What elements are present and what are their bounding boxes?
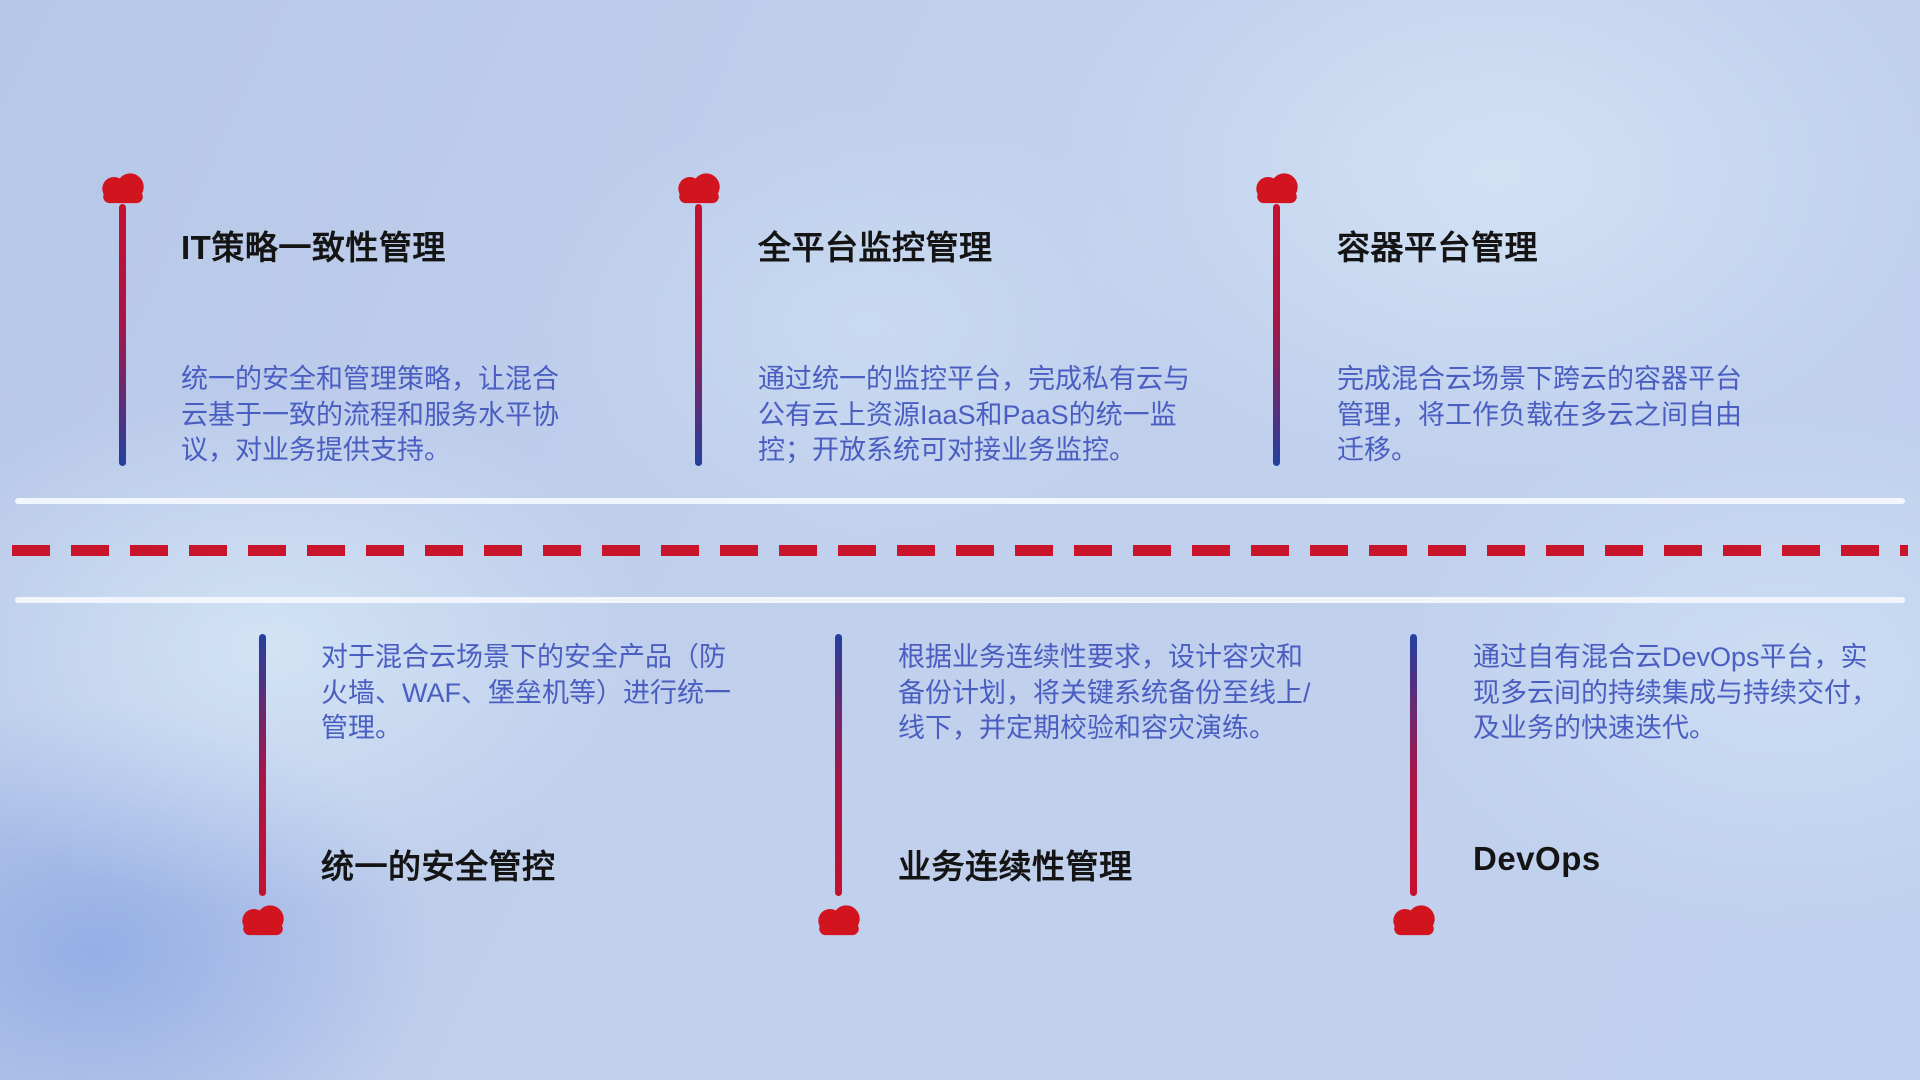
item-description: 完成混合云场景下跨云的容器平台管理，将工作负载在多云之间自由迁移。 (1337, 364, 1742, 466)
item-title: 统一的安全管控 (321, 848, 556, 885)
timeline-solid-line-top (15, 498, 1905, 504)
item-description: 通过自有混合云DevOps平台，实现多云间的持续集成与持续交付，及业务的快速迭代… (1473, 642, 1878, 744)
item-title: 业务连续性管理 (898, 848, 1133, 885)
item-description: 对于混合云场景下的安全产品（防火墙、WAF、堡垒机等）进行统一管理。 (321, 642, 731, 744)
cloud-icon (96, 167, 150, 205)
connector-line (835, 634, 842, 896)
connector-line (1410, 634, 1417, 896)
timeline-solid-line-bottom (15, 597, 1905, 603)
cloud-icon (812, 899, 866, 937)
item-title: IT策略一致性管理 (181, 229, 446, 266)
item-description: 根据业务连续性要求，设计容灾和备份计划，将关键系统备份至线上/线下，并定期校验和… (898, 642, 1311, 744)
item-description: 通过统一的监控平台，完成私有云与公有云上资源IaaS和PaaS的统一监控；开放系… (758, 364, 1190, 466)
item-title: 全平台监控管理 (758, 229, 993, 266)
cloud-icon (672, 167, 726, 205)
item-title: 容器平台管理 (1337, 229, 1538, 266)
item-title: DevOps (1473, 840, 1601, 877)
connector-line (259, 634, 266, 896)
cloud-icon (1387, 899, 1441, 937)
connector-line (1273, 204, 1280, 466)
connector-line (695, 204, 702, 466)
timeline-dashed-line (12, 545, 1908, 556)
item-description: 统一的安全和管理策略，让混合云基于一致的流程和服务水平协议，对业务提供支持。 (181, 364, 559, 466)
connector-line (119, 204, 126, 466)
cloud-icon (236, 899, 290, 937)
cloud-icon (1250, 167, 1304, 205)
